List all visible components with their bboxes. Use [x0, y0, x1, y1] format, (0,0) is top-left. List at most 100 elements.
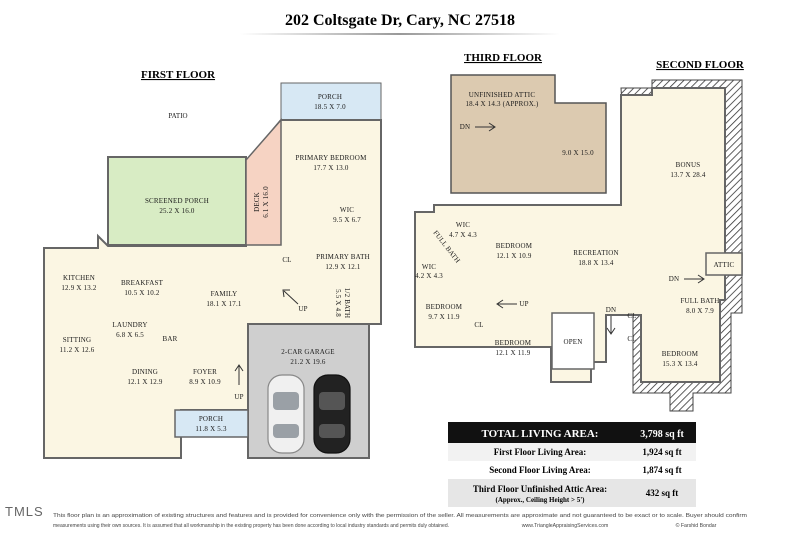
total-value: 3,798 sq ft: [640, 429, 684, 440]
third-label: Third Floor Unfinished Attic Area:: [473, 484, 607, 494]
open-area: [551, 312, 595, 370]
dn-label-second-b: DN: [606, 306, 617, 314]
dining-dims: 12.1 X 12.9: [127, 378, 163, 386]
screened-porch-area: [107, 156, 247, 246]
bonus-name: BONUS: [676, 161, 701, 169]
attic-third-name: UNFINISHED ATTIC: [469, 91, 536, 99]
recreation-name: RECREATION: [573, 249, 619, 257]
garage-area: [247, 323, 370, 459]
bonus-dims: 13.7 X 28.4: [670, 171, 706, 179]
porch-top-dims: 18.5 X 7.0: [314, 103, 346, 111]
dn-label-second: DN: [669, 275, 680, 283]
third-sublabel: (Approx., Ceiling Height > 5'): [495, 496, 585, 504]
up-label-foyer: UP: [234, 393, 243, 401]
foyer-dims: 8.9 X 10.9: [189, 378, 221, 386]
family-dims: 18.1 X 17.1: [206, 300, 242, 308]
bedroom-a-name: BEDROOM: [496, 242, 533, 250]
up-label-second: UP: [519, 300, 528, 308]
bedroom-b-dims: 9.7 X 11.9: [428, 313, 460, 321]
up-label-family: UP: [298, 305, 307, 313]
total-row: [448, 422, 696, 443]
porch-top-name: PORCH: [318, 93, 342, 101]
recreation-dims: 18.8 X 13.4: [578, 259, 614, 267]
third-floor-plan: THIRD FLOOR UNFINISHED ATTIC 18.4 X 14.3…: [450, 52, 607, 194]
second-floor-title: SECOND FLOOR: [656, 59, 745, 71]
dn-label-third: DN: [460, 123, 471, 131]
second-value: 1,874 sq ft: [642, 465, 681, 475]
porch-front-dims: 11.8 X 5.3: [195, 425, 227, 433]
first-floor-plan: FIRST FLOOR PATIO: [43, 69, 382, 459]
wic-b-dims: 4.2 X 4.3: [415, 272, 443, 280]
website-link[interactable]: www.TriangleAppraisingServices.com: [522, 523, 609, 529]
sitting-dims: 11.2 X 12.6: [60, 346, 95, 354]
kitchen-dims: 12.9 X 13.2: [61, 284, 97, 292]
bedroom-d-dims: 15.3 X 13.4: [662, 360, 698, 368]
disclaimer-line-2: measurements using their own sources. It…: [53, 523, 449, 529]
full-bath-b-name: FULL BATH: [680, 297, 719, 305]
open-name: OPEN: [563, 338, 582, 346]
closet-label-second-c: CL: [627, 335, 636, 343]
bedroom-a-dims: 12.1 X 10.9: [496, 252, 532, 260]
total-label: TOTAL LIVING AREA:: [482, 428, 599, 440]
breakfast-dims: 10.5 X 10.2: [124, 289, 160, 297]
garage-name: 2-CAR GARAGE: [281, 348, 335, 356]
wic-a-name: WIC: [456, 221, 470, 229]
mls-logo: TMLS: [5, 504, 44, 519]
up-arrow-icon-foyer: [234, 364, 244, 385]
porch-front-name: PORCH: [199, 415, 223, 423]
closet-label-second-a: CL: [474, 321, 483, 329]
porch-top-area: [280, 82, 382, 121]
up-arrow-icon: [282, 289, 299, 305]
wic-name: WIC: [340, 206, 354, 214]
first-row: [448, 443, 696, 461]
dn-arrow-icon-third: [475, 122, 496, 132]
dn-arrow-icon-second: [684, 274, 705, 284]
third-value: 432 sq ft: [646, 488, 679, 498]
attic-third-dims: 18.4 X 14.3 (APPROX.): [465, 100, 539, 108]
attic-second-name: ATTIC: [714, 261, 735, 269]
first-floor-title: FIRST FLOOR: [141, 69, 216, 81]
breakfast-name: BREAKFAST: [121, 279, 164, 287]
primary-bath-dims: 12.9 X 12.1: [325, 263, 361, 271]
address-title: 202 Coltsgate Dr, Cary, NC 27518: [285, 12, 515, 29]
living-area-table: TOTAL LIVING AREA: 3,798 sq ft First Flo…: [448, 422, 696, 507]
car-white-icon: [267, 374, 305, 454]
second-label: Second Floor Living Area:: [489, 465, 590, 475]
wic-dims: 9.5 X 6.7: [333, 216, 361, 224]
garage-dims: 21.2 X 19.6: [290, 358, 326, 366]
disclaimer-line-1: This floor plan is an approximation of e…: [53, 513, 747, 519]
closet-label-first: CL: [282, 256, 291, 264]
second-row: [448, 461, 696, 479]
laundry-name: LAUNDRY: [112, 321, 147, 329]
attic-right-box: [705, 252, 743, 276]
unfinished-attic-area: [450, 74, 607, 194]
half-bath-dims: 5.5 X 4.8: [334, 289, 342, 317]
third-floor-title: THIRD FLOOR: [464, 52, 543, 64]
closet-label-second-b: CL: [627, 312, 636, 320]
dining-name: DINING: [132, 368, 158, 376]
primary-bedroom-dims: 17.7 X 13.0: [313, 164, 349, 172]
bar-label: BAR: [163, 335, 178, 343]
bedroom-c-dims: 12.1 X 11.9: [496, 349, 531, 357]
sitting-name: SITTING: [63, 336, 92, 344]
family-name: FAMILY: [211, 290, 238, 298]
second-floor-outline: [414, 87, 726, 383]
half-bath-name: 1/2 BATH: [343, 288, 351, 319]
bedroom-c-name: BEDROOM: [495, 339, 532, 347]
patio-label: PATIO: [168, 112, 187, 120]
up-arrow-icon-second: [496, 299, 517, 309]
copyright-credit: © Farshid Bondar: [676, 522, 717, 529]
primary-bedroom-name: PRIMARY BEDROOM: [295, 154, 367, 162]
third-row: [448, 479, 696, 507]
first-value: 1,924 sq ft: [642, 447, 681, 457]
wic-a-dims: 4.7 X 4.3: [449, 231, 477, 239]
laundry-dims: 6.8 X 6.5: [116, 331, 144, 339]
dn-arrow-icon-second-b: [606, 316, 616, 335]
attic-third-ext-dims: 9.0 X 15.0: [562, 149, 594, 157]
full-bath-b-dims: 8.0 X 7.9: [686, 307, 714, 315]
wic-b-name: WIC: [422, 263, 436, 271]
bedroom-b-name: BEDROOM: [426, 303, 463, 311]
deck-name: DECK: [253, 192, 261, 212]
screened-porch-dims: 25.2 X 16.0: [159, 207, 195, 215]
